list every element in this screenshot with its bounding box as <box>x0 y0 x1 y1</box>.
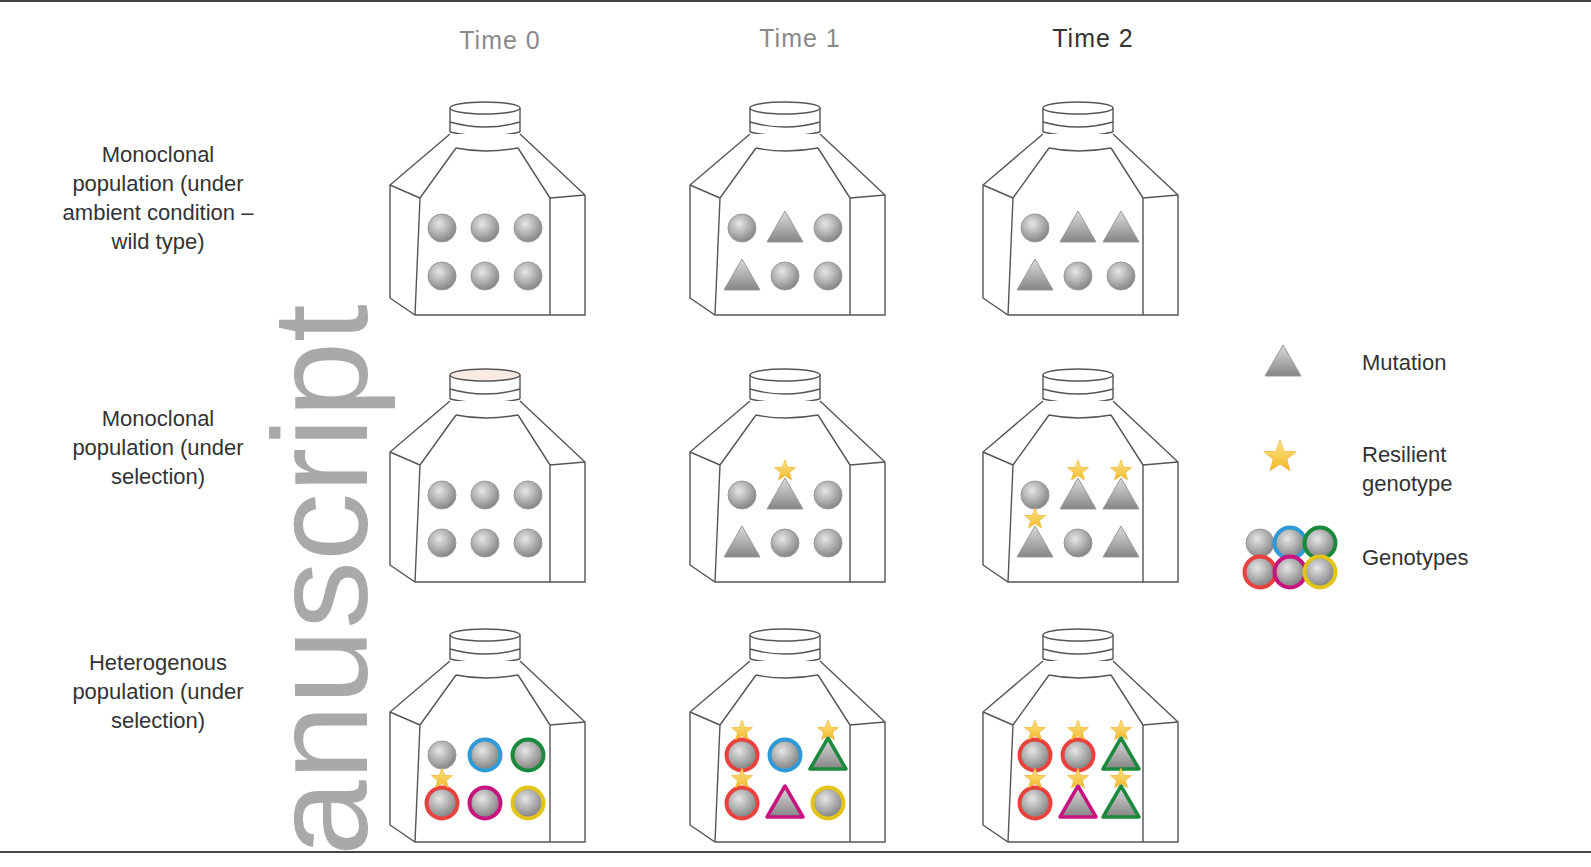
mutation-triangle <box>724 259 760 290</box>
resilient-star <box>1068 460 1089 480</box>
column-header: Time 0 <box>420 26 580 55</box>
mutation-triangle <box>767 478 803 509</box>
genotype-ring <box>1020 740 1051 771</box>
genotype-ring <box>770 740 801 771</box>
mutation-triangle <box>724 526 760 557</box>
genotype-ring <box>1063 740 1094 771</box>
mutation-triangle <box>810 738 846 769</box>
flask <box>983 369 1178 582</box>
genotype-ring <box>470 788 501 819</box>
cell <box>728 214 756 242</box>
genotype-ring <box>727 740 758 771</box>
cell <box>428 262 456 290</box>
frame-line <box>0 851 1591 853</box>
mutation-triangle <box>1103 526 1139 557</box>
genotype-ring <box>813 788 844 819</box>
flask <box>983 629 1178 842</box>
row-label: Monoclonal population (under selection) <box>53 404 263 491</box>
genotype-ring <box>1305 557 1336 588</box>
genotype-ring <box>1305 528 1336 559</box>
resilient-star <box>1068 720 1089 740</box>
genotype-ring <box>727 788 758 819</box>
row-label: Heterogenous population (under selection… <box>53 648 263 735</box>
genotype-ring <box>513 740 544 771</box>
mutation-triangle <box>767 786 803 817</box>
cell <box>771 529 799 557</box>
genotype-ring <box>1245 557 1276 588</box>
mutation-triangle <box>1103 786 1139 817</box>
resilient-star <box>1025 768 1046 788</box>
flask <box>390 629 585 842</box>
resilient-star <box>775 460 796 480</box>
cell <box>471 481 499 509</box>
cell <box>1064 529 1092 557</box>
resilient-star <box>1264 440 1296 471</box>
cell <box>814 529 842 557</box>
cell <box>771 262 799 290</box>
row-label: Monoclonal population (under ambient con… <box>53 140 263 256</box>
cell <box>428 481 456 509</box>
mutation-triangle <box>1017 526 1053 557</box>
legend-text: Resilient genotype <box>1362 440 1542 498</box>
flask <box>390 102 585 315</box>
mutation-triangle <box>1060 786 1096 817</box>
mutation-triangle <box>1017 259 1053 290</box>
genotype-ring <box>513 788 544 819</box>
legend-text: Mutation <box>1362 348 1446 377</box>
cell <box>428 741 456 769</box>
cell <box>1246 529 1274 557</box>
flask <box>983 102 1178 315</box>
cell <box>514 481 542 509</box>
mutation-triangle <box>1060 211 1096 242</box>
cell <box>1107 262 1135 290</box>
mutation-triangle <box>1265 345 1301 376</box>
flask <box>690 102 885 315</box>
genotype-ring <box>1275 528 1306 559</box>
flask <box>690 629 885 842</box>
genotype-ring <box>1275 557 1306 588</box>
watermark: anuscript <box>252 304 388 856</box>
cell <box>814 481 842 509</box>
cell <box>728 481 756 509</box>
cell <box>471 214 499 242</box>
cell <box>514 262 542 290</box>
resilient-star <box>1025 720 1046 740</box>
resilient-star <box>818 720 839 740</box>
resilient-star <box>1111 768 1132 788</box>
cell <box>1021 481 1049 509</box>
cell <box>428 214 456 242</box>
cell <box>1021 214 1049 242</box>
resilient-star <box>1025 508 1046 528</box>
column-header: Time 1 <box>720 24 880 53</box>
column-header: Time 2 <box>1013 24 1173 53</box>
cell <box>814 262 842 290</box>
resilient-star <box>732 720 753 740</box>
genotype-ring <box>1020 788 1051 819</box>
resilient-star <box>732 768 753 788</box>
mutation-triangle <box>1103 211 1139 242</box>
genotype-ring <box>427 788 458 819</box>
flask <box>390 369 585 582</box>
legend-text: Genotypes <box>1362 543 1468 572</box>
resilient-star <box>1068 768 1089 788</box>
cell <box>514 529 542 557</box>
mutation-triangle <box>1103 738 1139 769</box>
mutation-triangle <box>1103 478 1139 509</box>
cell <box>471 262 499 290</box>
mutation-triangle <box>1060 478 1096 509</box>
resilient-star <box>1111 720 1132 740</box>
flask <box>690 369 885 582</box>
resilient-star <box>432 768 453 788</box>
mutation-triangle <box>767 211 803 242</box>
genotype-ring <box>470 740 501 771</box>
resilient-star <box>1111 460 1132 480</box>
cell <box>1064 262 1092 290</box>
cell <box>428 529 456 557</box>
cell <box>514 214 542 242</box>
cell <box>471 529 499 557</box>
frame-line <box>0 0 1591 2</box>
cell <box>814 214 842 242</box>
